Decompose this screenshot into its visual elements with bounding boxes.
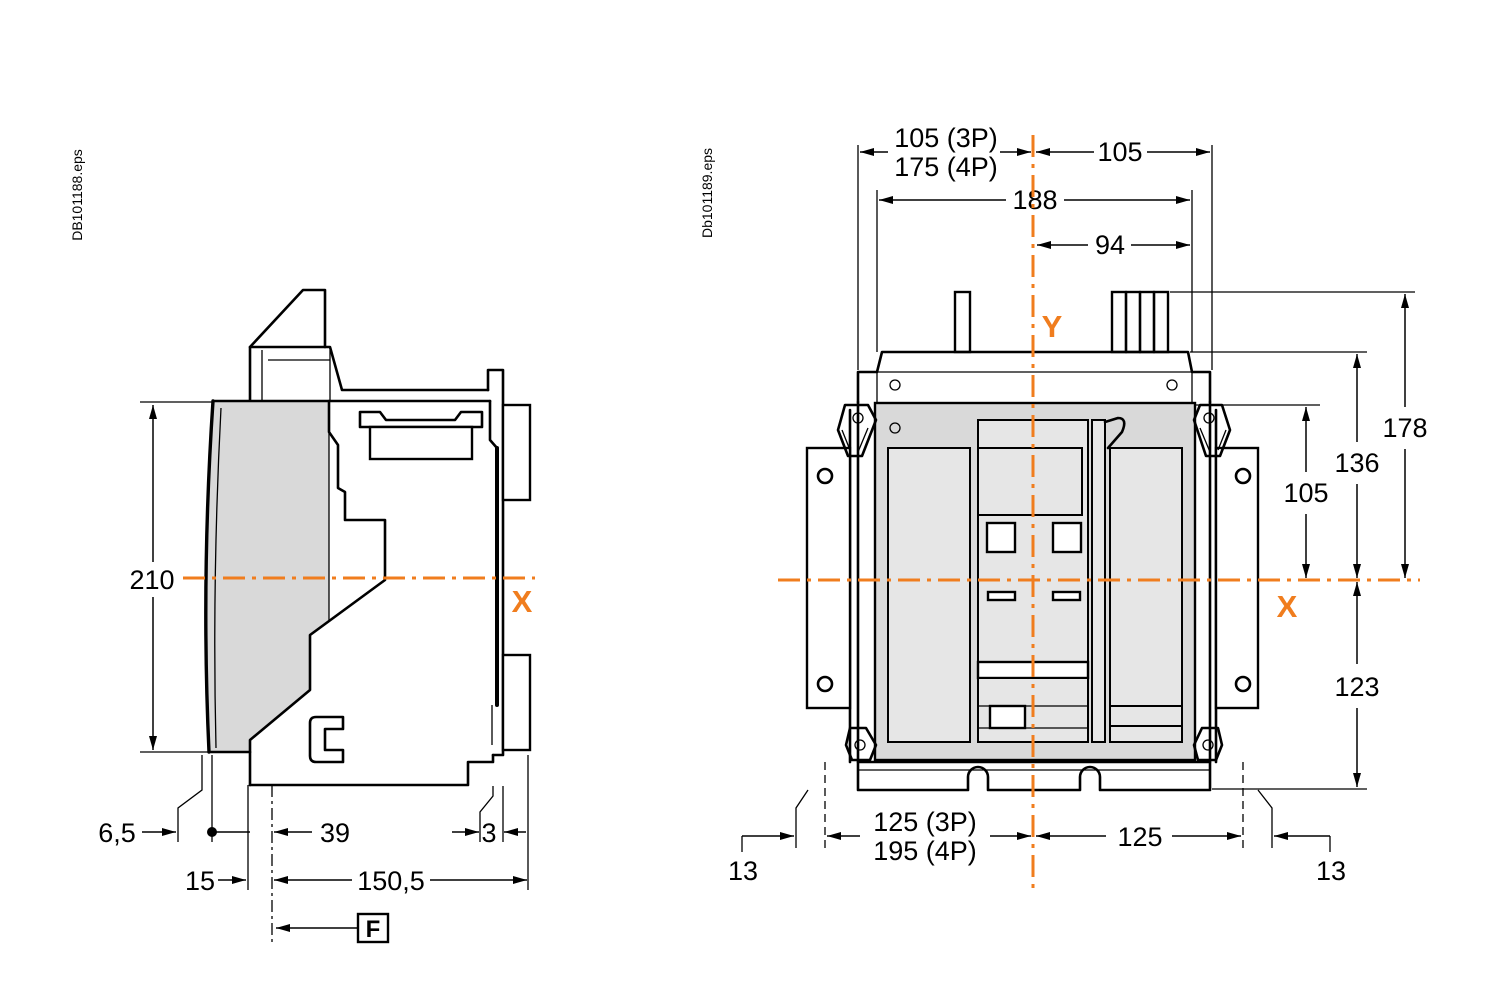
- base-plate: [856, 760, 1212, 792]
- body-screw: [889, 422, 901, 434]
- vertical-dimensions: 178 136 105 123: [1170, 291, 1428, 790]
- right-label-bar: [1109, 705, 1183, 727]
- right-front-view: Db101189.eps: [699, 123, 1428, 890]
- corner-clips: [836, 403, 1232, 762]
- dimension-label-178: 178: [1382, 413, 1427, 443]
- dimension-label-136: 136: [1334, 448, 1379, 478]
- x-axis-label-right: X: [1277, 589, 1298, 624]
- indicator-left: [986, 590, 1017, 602]
- top-cover: [856, 350, 1212, 404]
- lower-flange: [501, 653, 532, 752]
- top-clamp: [358, 410, 484, 461]
- upper-flange: [501, 403, 532, 502]
- left-pole-panel: [887, 447, 971, 743]
- front-marker: F: [276, 912, 390, 944]
- push-button-on: [1051, 521, 1083, 554]
- bottom-dimensions-left: 6,5 39 3 15 150,5: [98, 755, 529, 945]
- dimension-label-3: 3: [481, 818, 496, 848]
- dimension-label-105-right: 105: [1097, 137, 1142, 167]
- handle-slot-icon: [308, 715, 345, 764]
- main-terminals: [1110, 290, 1170, 354]
- dimension-label-175-4p: 175 (4P): [894, 152, 998, 182]
- dimension-label-125-3p: 125 (3P): [873, 807, 977, 837]
- dimension-label-15: 15: [185, 866, 215, 896]
- dimension-label-150-5: 150,5: [357, 866, 425, 896]
- front-marker-label: F: [366, 916, 381, 943]
- y-axis-label: Y: [1042, 309, 1063, 344]
- dimension-label-6-5: 6,5: [98, 818, 136, 848]
- right-file-label: Db101189.eps: [699, 148, 715, 238]
- left-mounting-flange: [805, 446, 852, 710]
- dimension-label-125-right: 125: [1117, 822, 1162, 852]
- dimension-label-123: 123: [1334, 672, 1379, 702]
- aux-terminal: [953, 290, 972, 354]
- dimension-label-13-left: 13: [728, 856, 758, 886]
- dimension-label-195-4p: 195 (4P): [873, 836, 977, 866]
- right-mounting-flange: [1214, 446, 1260, 710]
- left-side-view: DB101188.eps: [69, 149, 535, 945]
- dimension-label-39: 39: [320, 818, 350, 848]
- dimension-label-105-height: 105: [1283, 478, 1328, 508]
- x-axis-label-left: X: [512, 584, 533, 619]
- dimension-label-105-3p: 105 (3P): [894, 123, 998, 153]
- push-button-off: [985, 521, 1017, 554]
- dimension-label-13-right: 13: [1316, 856, 1346, 886]
- bottom-dimensions-right: 125 (3P) 195 (4P) 125 13 13: [728, 762, 1346, 886]
- dimension-label-94: 94: [1095, 230, 1125, 260]
- indicator-right: [1051, 590, 1082, 602]
- right-pole-panel: [1109, 447, 1183, 743]
- side-body-outline: [204, 288, 505, 787]
- dimension-height: 210: [129, 401, 213, 753]
- dimension-label-188: 188: [1012, 185, 1057, 215]
- dimension-label-210: 210: [129, 565, 174, 595]
- left-file-label: DB101188.eps: [69, 149, 85, 241]
- top-dimensions: 105 (3P) 175 (4P) 105 188 94: [857, 123, 1213, 370]
